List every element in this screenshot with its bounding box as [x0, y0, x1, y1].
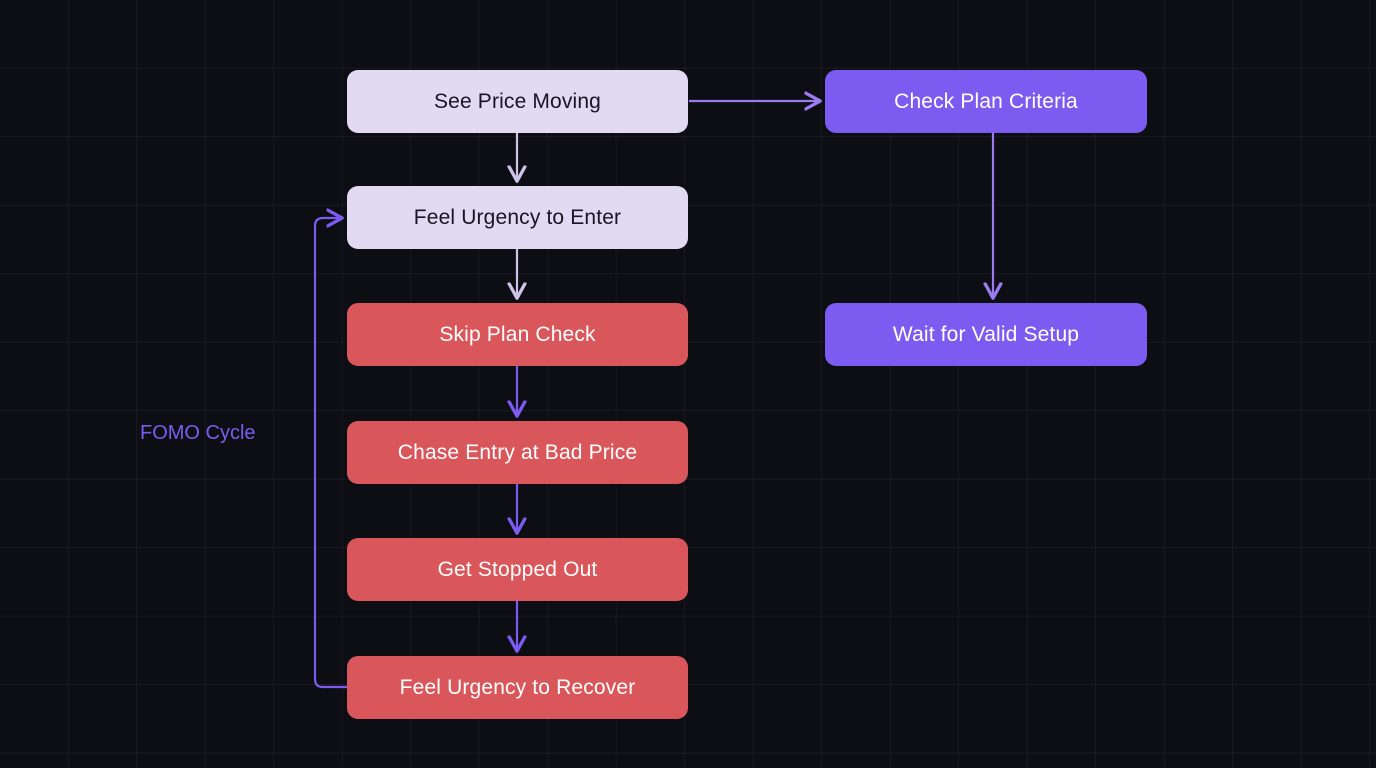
edge-fomo-cycle-loop-back [313, 218, 349, 689]
node-check-plan-criteria[interactable]: Check Plan Criteria [825, 70, 1147, 133]
node-label: Get Stopped Out [437, 557, 598, 581]
node-get-stopped-out[interactable]: Get Stopped Out [347, 538, 688, 601]
node-label: Feel Urgency to Enter [413, 205, 622, 229]
node-see-price-moving[interactable]: See Price Moving [347, 70, 688, 133]
node-label: Wait for Valid Setup [892, 322, 1080, 346]
node-label: Skip Plan Check [439, 322, 596, 346]
node-label: Check Plan Criteria [894, 89, 1078, 113]
node-wait-for-valid-setup[interactable]: Wait for Valid Setup [825, 303, 1147, 366]
node-feel-urgency-to-recover[interactable]: Feel Urgency to Recover [347, 656, 688, 719]
node-label: Chase Entry at Bad Price [397, 440, 638, 464]
edge-label-fomo-cycle: FOMO Cycle [140, 422, 256, 444]
node-skip-plan-check[interactable]: Skip Plan Check [347, 303, 688, 366]
node-label: Feel Urgency to Recover [399, 675, 636, 699]
node-chase-entry-at-bad-price[interactable]: Chase Entry at Bad Price [347, 421, 688, 484]
node-label: See Price Moving [434, 89, 601, 113]
node-feel-urgency-to-enter[interactable]: Feel Urgency to Enter [347, 186, 688, 249]
